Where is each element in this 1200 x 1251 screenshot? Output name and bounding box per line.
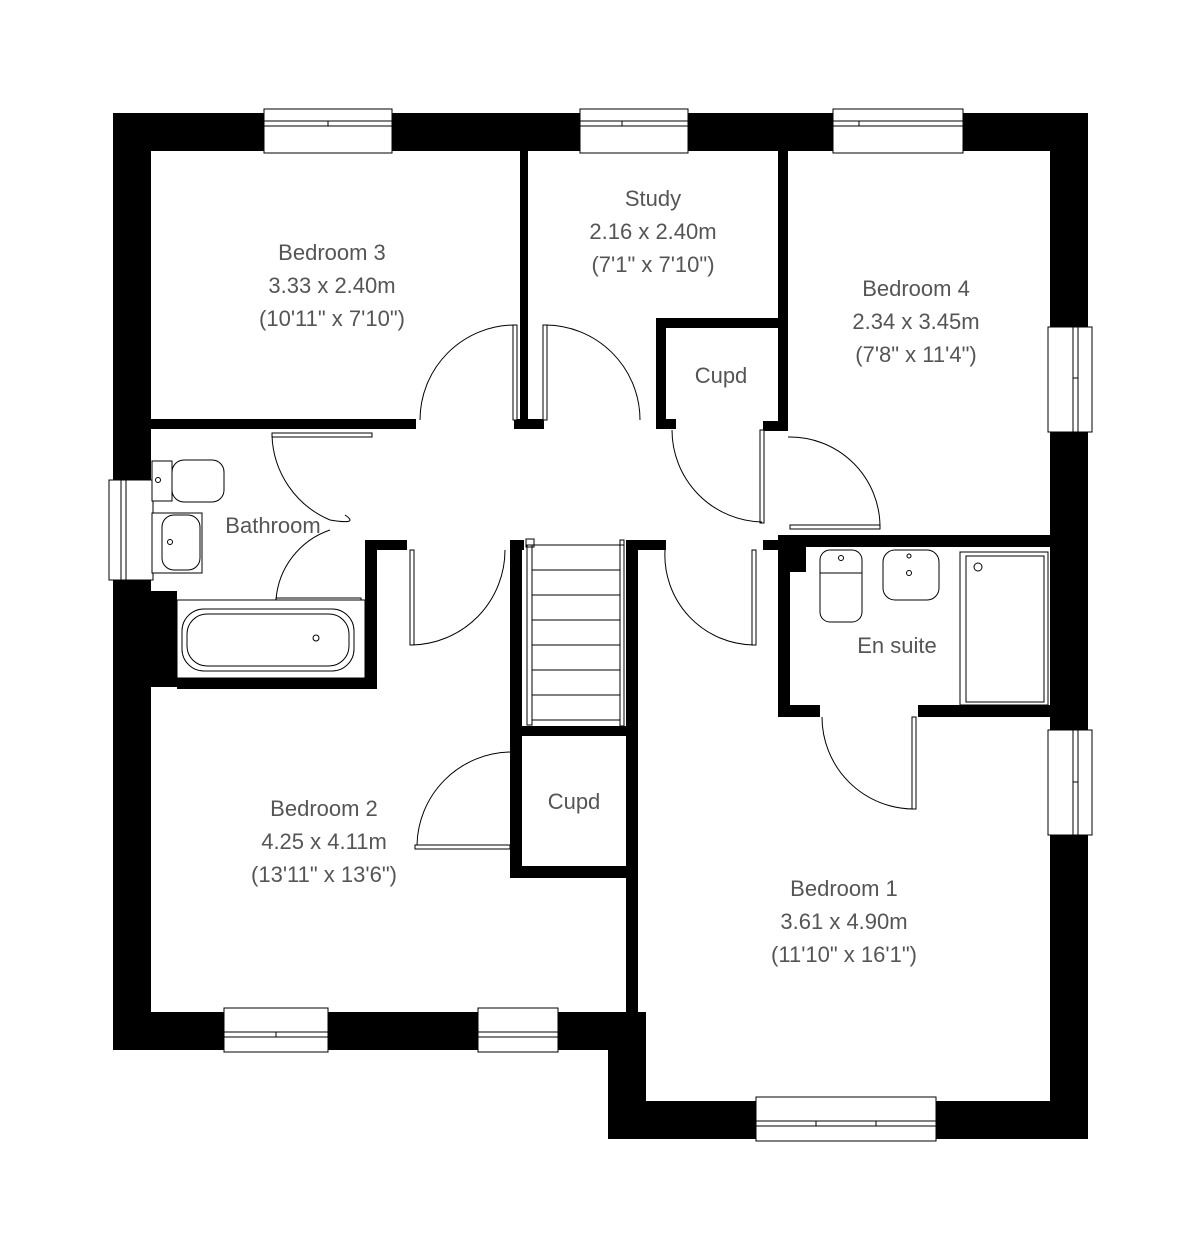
ensuite-fixtures bbox=[819, 549, 1049, 706]
bathroom-fixtures bbox=[151, 459, 366, 679]
room-label-bedroom-4: Bedroom 4 2.34 x 3.45m (7'8" x 11'4") bbox=[852, 272, 979, 371]
room-imperial-size: (10'11" x 7'10") bbox=[259, 306, 405, 331]
room-name: Bathroom bbox=[225, 513, 321, 538]
room-name: Bedroom 2 bbox=[270, 796, 378, 821]
room-label-bedroom-2: Bedroom 2 4.25 x 4.11m (13'11" x 13'6") bbox=[251, 792, 397, 891]
room-imperial-size: (7'1" x 7'10") bbox=[591, 252, 715, 277]
room-label-en-suite: En suite bbox=[857, 629, 937, 662]
room-metric-size: 2.16 x 2.40m bbox=[589, 219, 717, 244]
room-metric-size: 2.34 x 3.45m bbox=[852, 309, 980, 334]
room-metric-size: 3.61 x 4.90m bbox=[780, 909, 908, 934]
room-label-bathroom: Bathroom bbox=[225, 509, 320, 542]
room-metric-size: 3.33 x 2.40m bbox=[268, 273, 396, 298]
room-label-bedroom-3: Bedroom 3 3.33 x 2.40m (10'11" x 7'10") bbox=[259, 236, 405, 335]
room-name: Bedroom 4 bbox=[862, 276, 970, 301]
room-name: Bedroom 3 bbox=[278, 240, 386, 265]
staircase bbox=[525, 538, 625, 727]
room-label-cupboard-lower: Cupd bbox=[548, 785, 601, 818]
room-name: Study bbox=[624, 186, 682, 211]
room-label-bedroom-1: Bedroom 1 3.61 x 4.90m (11'10" x 16'1") bbox=[771, 872, 917, 971]
room-imperial-size: (7'8" x 11'4") bbox=[855, 342, 977, 367]
room-name: Cupd bbox=[547, 789, 601, 814]
room-label-cupboard-upper: Cupd bbox=[695, 359, 748, 392]
room-imperial-size: (13'11" x 13'6") bbox=[251, 862, 397, 887]
room-imperial-size: (11'10" x 16'1") bbox=[771, 942, 917, 967]
windows bbox=[108, 108, 1093, 1142]
room-name: Cupd bbox=[694, 363, 748, 388]
room-metric-size: 4.25 x 4.11m bbox=[261, 829, 387, 854]
room-name: Bedroom 1 bbox=[790, 876, 898, 901]
doors bbox=[271, 324, 917, 850]
room-label-study: Study 2.16 x 2.40m (7'1" x 7'10") bbox=[589, 182, 716, 281]
room-name: En suite bbox=[857, 633, 937, 658]
